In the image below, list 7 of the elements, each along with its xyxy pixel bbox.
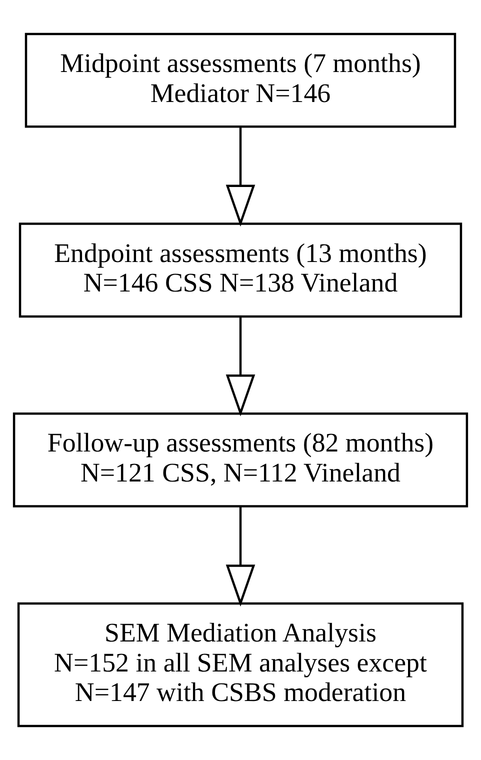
node-box: Follow-up assessments (82 months) N=121 CSS, N=112 Vineland [12, 412, 468, 508]
node-box: Midpoint assessments (7 months) Mediator N=146 [24, 32, 456, 128]
node-box: SEM Mediation Analysis N=152 in all SEM analyses except N=147 with CSBS moderation [17, 602, 464, 728]
arrow [226, 127, 256, 227]
arrow [226, 316, 256, 416]
node-box: Endpoint assessments (13 months) N=146 CSS N=138 Vineland [18, 222, 462, 318]
arrow [226, 506, 256, 607]
